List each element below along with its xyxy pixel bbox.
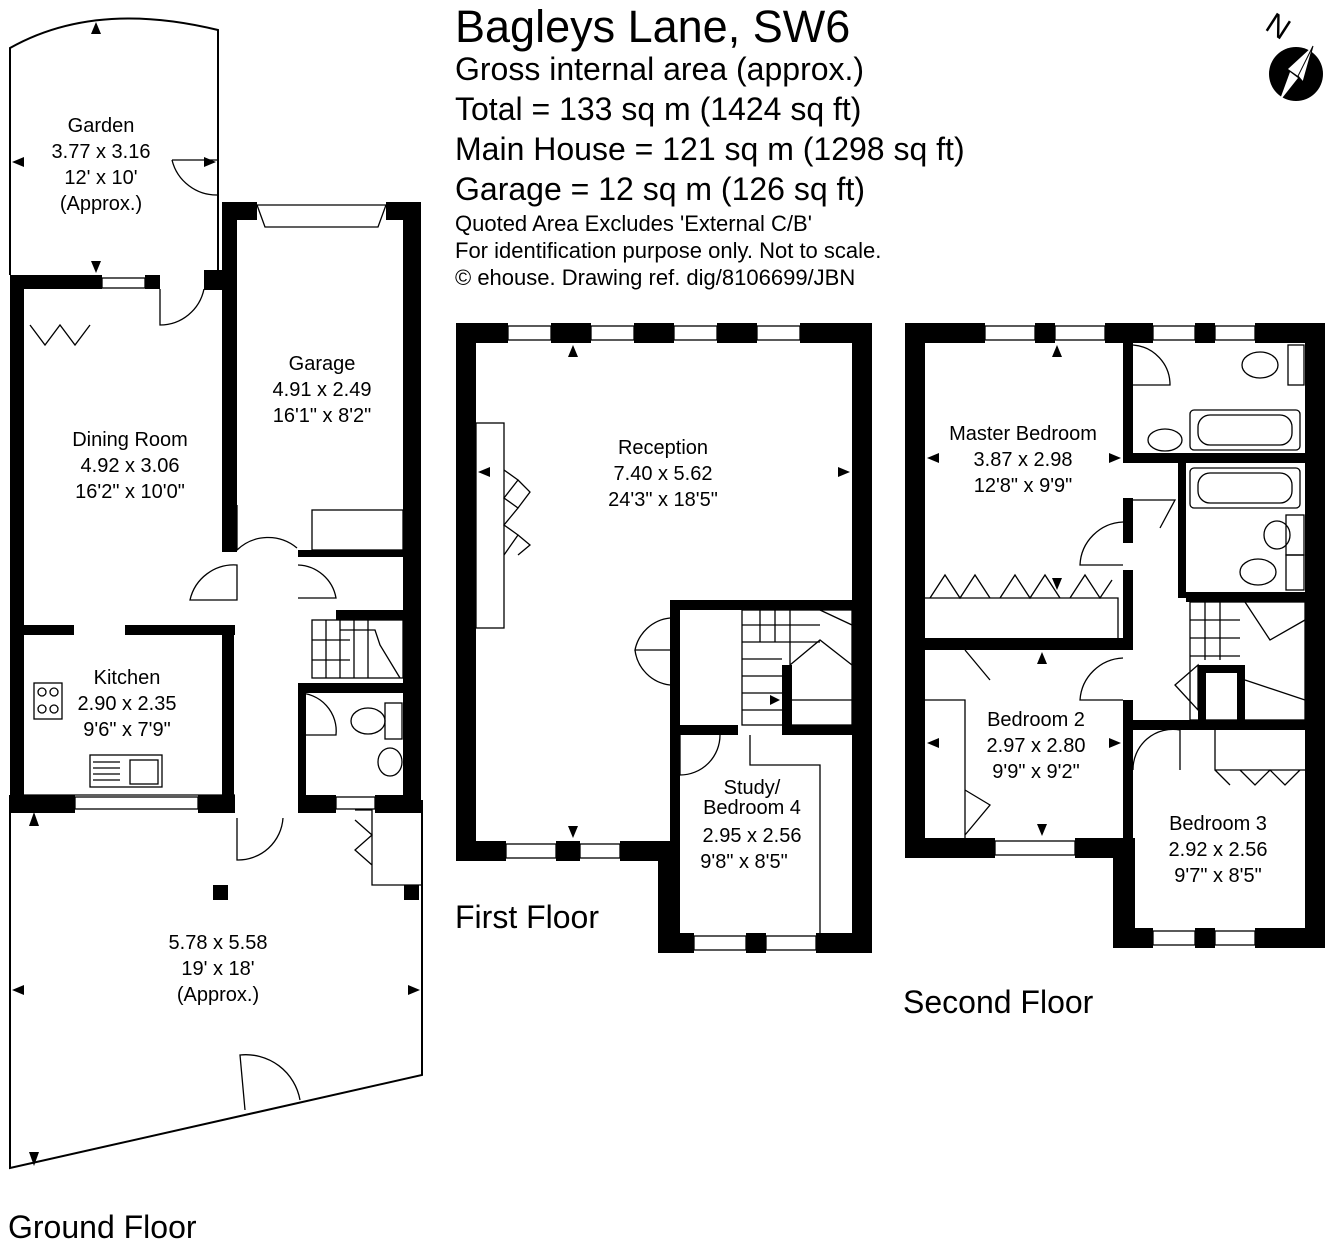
second-floor-label: Second Floor bbox=[903, 984, 1094, 1020]
garden-label: Garden bbox=[68, 115, 135, 137]
area-heading: Gross internal area (approx.) bbox=[455, 51, 864, 87]
bedroom-3-metric: 2.92 x 2.56 bbox=[1169, 839, 1268, 861]
kitchen-metric: 2.90 x 2.35 bbox=[78, 693, 177, 715]
bedroom-2-label: Bedroom 2 bbox=[987, 709, 1085, 731]
garage-imperial: 16'1" x 8'2" bbox=[273, 405, 372, 427]
study-imperial: 9'8" x 8'5" bbox=[700, 851, 787, 873]
kitchen-label: Kitchen bbox=[94, 667, 161, 689]
garage-label: Garage bbox=[289, 353, 356, 375]
garden-approx: (Approx.) bbox=[60, 193, 142, 215]
dining-room-metric: 4.92 x 3.06 bbox=[81, 455, 180, 477]
north-label: N bbox=[1260, 7, 1296, 46]
first-floor-label: First Floor bbox=[455, 899, 599, 935]
area-exclusion-note: Quoted Area Excludes 'External C/B' bbox=[455, 211, 812, 236]
master-bedroom-imperial: 12'8" x 9'9" bbox=[974, 475, 1073, 497]
study-metric: 2.95 x 2.56 bbox=[703, 825, 802, 847]
bedroom-2-metric: 2.97 x 2.80 bbox=[987, 735, 1086, 757]
front-area-approx: (Approx.) bbox=[177, 984, 259, 1006]
kitchen-imperial: 9'6" x 7'9" bbox=[83, 719, 170, 741]
master-bedroom-metric: 3.87 x 2.98 bbox=[974, 449, 1073, 471]
front-area-boundary bbox=[9, 795, 423, 1170]
drawing-reference: © ehouse. Drawing ref. dig/8106699/JBN bbox=[455, 265, 855, 290]
second-floor-plan: Master Bedroom 3.87 x 2.98 12'8" x 9'9" … bbox=[903, 323, 1325, 1020]
north-arrow-icon: N bbox=[1260, 7, 1323, 102]
bedroom-3-imperial: 9'7" x 8'5" bbox=[1174, 865, 1261, 887]
ground-floor-plan: Garden 3.77 x 3.16 12' x 10' (Approx.) G… bbox=[8, 17, 423, 1240]
reception-imperial: 24'3" x 18'5" bbox=[608, 489, 718, 511]
garden-boundary bbox=[9, 17, 219, 275]
main-house-area: Main House = 121 sq m (1298 sq ft) bbox=[455, 131, 965, 167]
ground-floor-label: Ground Floor bbox=[8, 1209, 197, 1240]
bedroom-3-label: Bedroom 3 bbox=[1169, 813, 1267, 835]
bedroom-2-imperial: 9'9" x 9'2" bbox=[992, 761, 1079, 783]
total-area: Total = 133 sq m (1424 sq ft) bbox=[455, 91, 861, 127]
disclaimer-note: For identification purpose only. Not to … bbox=[455, 238, 881, 263]
dining-room-label: Dining Room bbox=[72, 429, 188, 451]
dining-room-imperial: 16'2" x 10'0" bbox=[75, 481, 185, 503]
study-label-line2: Bedroom 4 bbox=[703, 797, 801, 819]
front-area-metric: 5.78 x 5.58 bbox=[169, 932, 268, 954]
master-bedroom-label: Master Bedroom bbox=[949, 423, 1097, 445]
front-area-imperial: 19' x 18' bbox=[181, 958, 254, 980]
reception-metric: 7.40 x 5.62 bbox=[614, 463, 713, 485]
garage-area: Garage = 12 sq m (126 sq ft) bbox=[455, 171, 865, 207]
first-floor-plan: Reception 7.40 x 5.62 24'3" x 18'5" Stud… bbox=[455, 323, 872, 953]
property-title: Bagleys Lane, SW6 bbox=[455, 1, 850, 52]
study-label: Study/ bbox=[724, 777, 781, 799]
garage-metric: 4.91 x 2.49 bbox=[273, 379, 372, 401]
reception-label: Reception bbox=[618, 437, 708, 459]
garden-metric: 3.77 x 3.16 bbox=[52, 141, 151, 163]
garden-imperial: 12' x 10' bbox=[64, 167, 137, 189]
header-block: Bagleys Lane, SW6 Gross internal area (a… bbox=[455, 1, 965, 290]
